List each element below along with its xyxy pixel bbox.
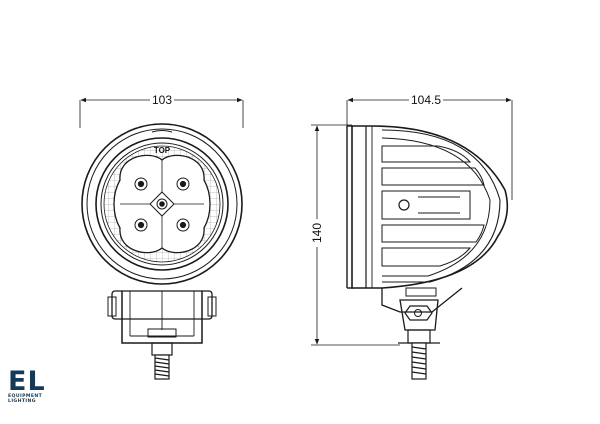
front-view: 103 TOP	[79, 93, 244, 380]
cooling-fins	[381, 145, 485, 267]
height-dimension: 140	[310, 124, 400, 346]
mounting-bracket-front	[107, 290, 217, 344]
led-top-left	[134, 177, 148, 191]
depth-dimension: 104.5	[346, 93, 513, 200]
mounting-bracket-side	[381, 287, 463, 344]
width-dimension: 103	[79, 93, 244, 128]
lens: TOP	[103, 145, 221, 263]
hex-nut-icon	[404, 305, 433, 321]
lamp-body-side	[346, 125, 509, 289]
lamp-housing	[81, 123, 243, 285]
top-marking: TOP	[154, 146, 171, 155]
led-bottom-left	[134, 218, 148, 232]
logo-mark: EL	[8, 366, 46, 397]
depth-dimension-label: 104.5	[411, 93, 441, 107]
logo-line-2: LIGHTING	[8, 399, 36, 405]
side-view: 104.5 140	[310, 93, 513, 380]
width-dimension-label: 103	[152, 93, 172, 107]
led-center	[149, 191, 175, 217]
height-dimension-label: 140	[310, 223, 324, 243]
mounting-bolt-side	[411, 342, 427, 380]
logo-line-1: EQUIPMENT	[8, 394, 43, 399]
led-top-right	[176, 177, 190, 191]
led-bottom-right	[176, 218, 190, 232]
company-logo: EL EQUIPMENT LIGHTING	[8, 366, 48, 405]
mounting-bolt-front	[151, 342, 173, 380]
